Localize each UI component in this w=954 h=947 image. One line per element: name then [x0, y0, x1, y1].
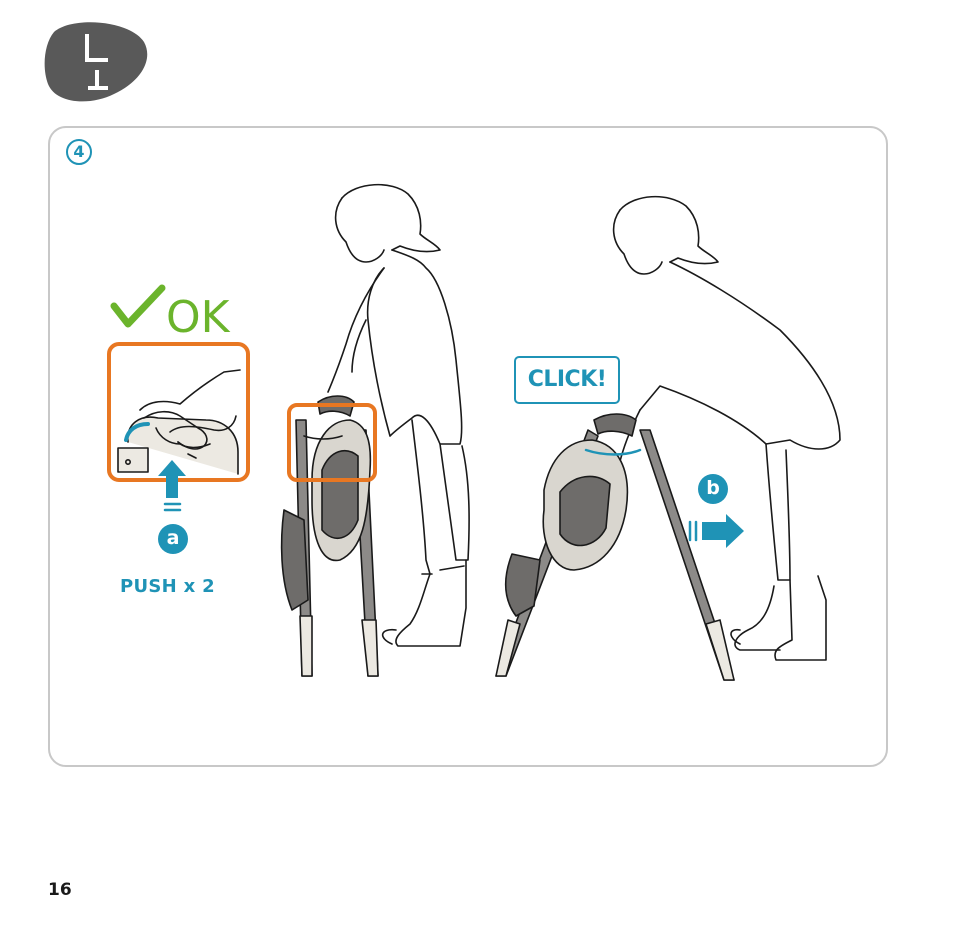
- ok-indicator: OK: [112, 290, 230, 340]
- opening-high-chair-2: [496, 414, 734, 680]
- push-detail-illustration: [114, 357, 240, 474]
- page-number: 16: [48, 880, 72, 900]
- folded-high-chair-1: [282, 396, 378, 676]
- ok-label: OK: [166, 296, 230, 340]
- marker-a: a: [158, 524, 188, 554]
- slide-arrow-icon: [690, 514, 744, 548]
- push-instruction: PUSH x 2: [120, 576, 215, 597]
- marker-b: b: [698, 474, 728, 504]
- click-label: CLICK!: [514, 356, 620, 404]
- woman-pushing-chair-figure: [614, 197, 840, 660]
